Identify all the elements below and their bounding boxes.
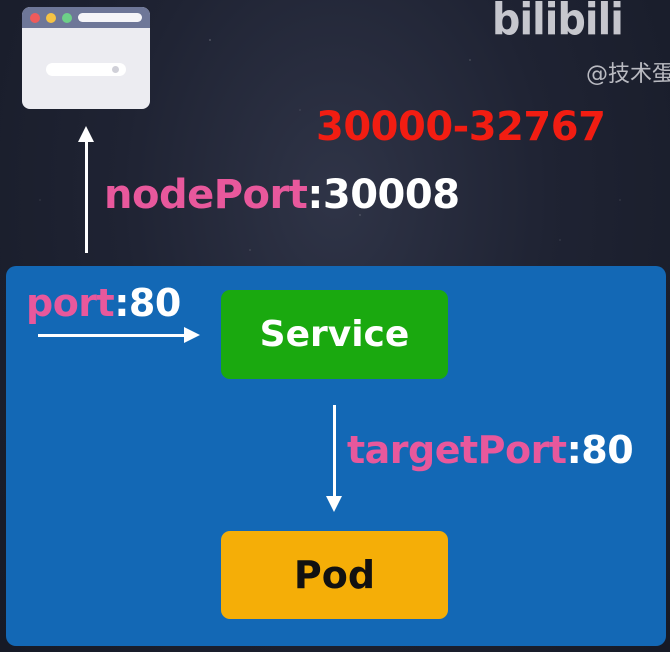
port-label: port:80 [26, 281, 181, 325]
browser-window-icon [22, 7, 150, 109]
author-handle: @技术蛋 [586, 62, 670, 87]
port-value: 80 [128, 281, 181, 325]
nodeport-label: nodePort:30008 [104, 172, 460, 218]
nodeport-arrow [85, 140, 88, 253]
arrow-right-head-icon [184, 327, 200, 343]
port-arrow [38, 334, 186, 337]
port-sep: : [114, 281, 129, 325]
maximize-dot-icon [62, 13, 72, 23]
nodeport-sep: : [307, 172, 323, 218]
pod-node: Pod [221, 531, 448, 619]
targetport-key: targetPort [347, 428, 567, 472]
browser-address-bar [78, 13, 142, 22]
browser-title-bar [22, 7, 150, 28]
minimize-dot-icon [46, 13, 56, 23]
port-key: port [26, 281, 115, 325]
arrow-up-head-icon [78, 126, 94, 142]
browser-input-field [46, 63, 126, 76]
close-dot-icon [30, 13, 40, 23]
targetport-value: 80 [581, 428, 634, 472]
nodeport-value: 30008 [322, 172, 460, 218]
arrow-down-head-icon [326, 496, 342, 512]
service-label: Service [259, 314, 410, 355]
nodeport-key: nodePort [104, 172, 308, 218]
nodeport-range-text: 30000-32767 [316, 104, 606, 150]
service-node: Service [221, 290, 448, 379]
pod-label: Pod [293, 553, 376, 597]
targetport-sep: : [566, 428, 582, 472]
targetport-arrow [333, 405, 336, 498]
targetport-label: targetPort:80 [347, 428, 634, 472]
bilibili-watermark: bilibili [492, 0, 624, 45]
